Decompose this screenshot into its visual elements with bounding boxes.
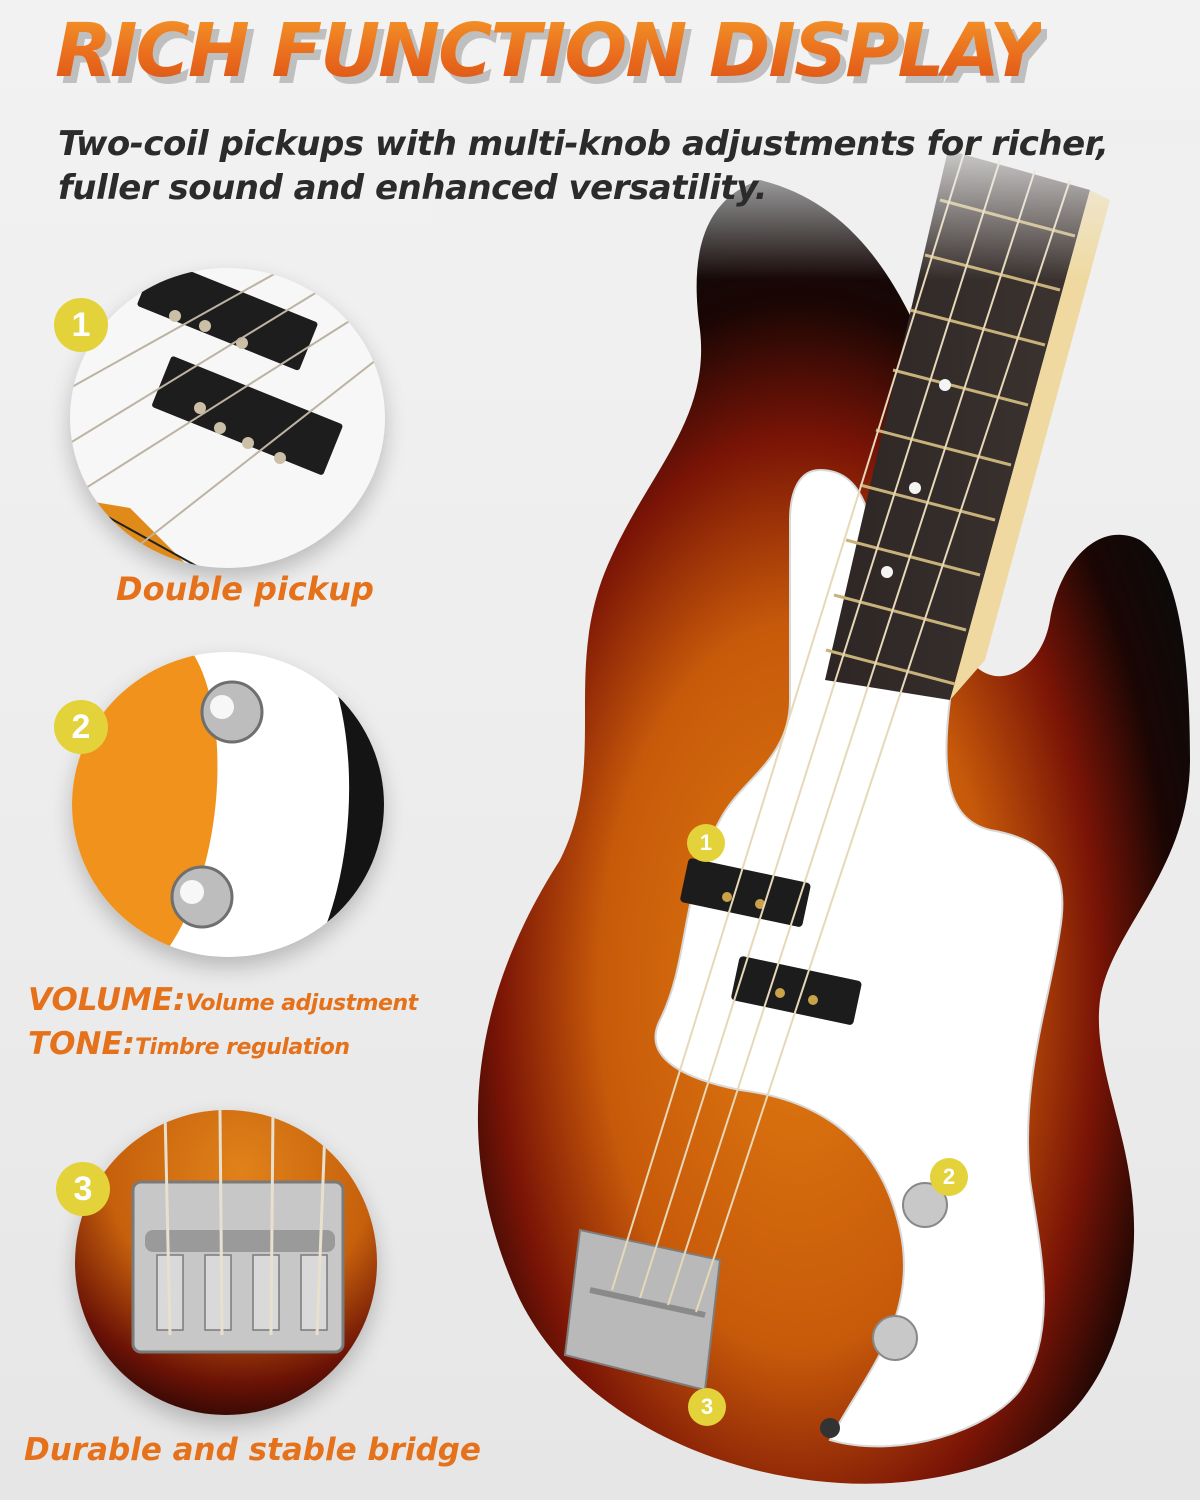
knobs-closeup-image	[72, 652, 384, 957]
guitar-marker-3: 3	[688, 1388, 726, 1426]
volume-label: VOLUME:	[28, 982, 186, 1018]
tone-label: TONE:	[28, 1026, 136, 1062]
pickup-closeup-image	[70, 268, 385, 568]
bass-guitar-image	[430, 120, 1200, 1484]
feature-caption-double-pickup: Double pickup	[116, 570, 374, 608]
feature-number-3: 3	[56, 1162, 110, 1216]
guitar-marker-2: 2	[930, 1158, 968, 1196]
volume-description: Volume adjustment	[185, 991, 418, 1016]
bridge-closeup-image	[75, 1110, 377, 1415]
tone-description: Timbre regulation	[135, 1035, 350, 1060]
page-subtitle: Two-coil pickups with multi-knob adjustm…	[58, 124, 1109, 208]
feature-caption-bridge: Durable and stable bridge	[24, 1432, 481, 1468]
tone-caption: TONE:Timbre regulation	[28, 1026, 350, 1062]
volume-caption: VOLUME:Volume adjustment	[28, 982, 418, 1018]
guitar-marker-1: 1	[687, 824, 725, 862]
feature-number-1: 1	[54, 298, 108, 352]
feature-number-2: 2	[54, 700, 108, 754]
page-title: RICH FUNCTION DISPLAY	[55, 8, 1043, 94]
